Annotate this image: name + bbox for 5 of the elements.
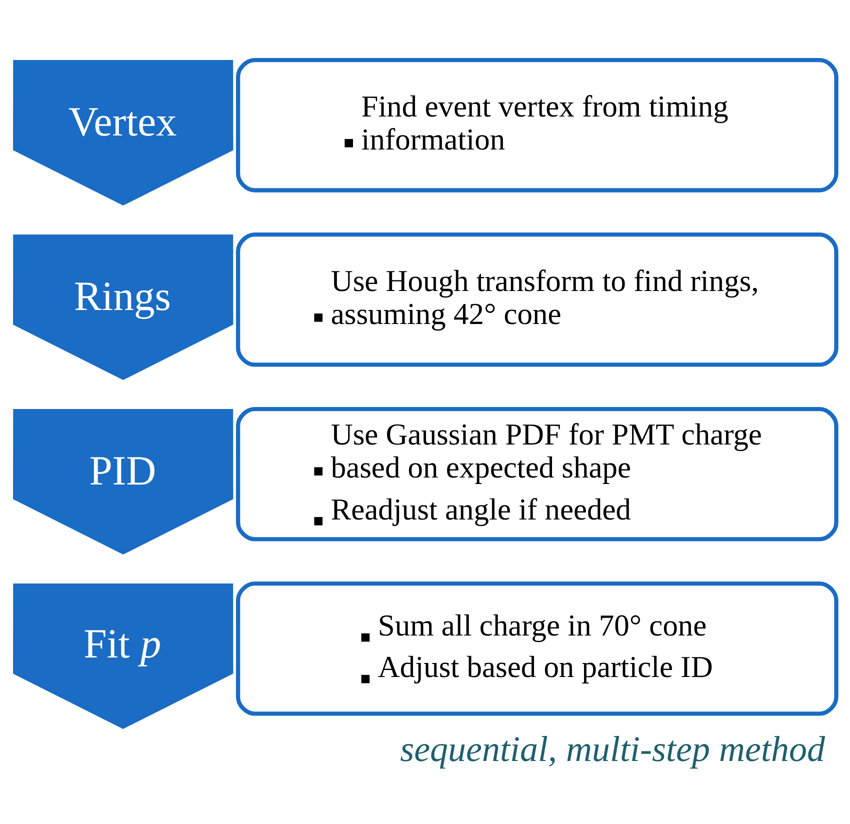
node-box: Use Gaussian PDF for PMT charge based on expected shape Readjust angle if needed [236,406,838,541]
node-box: Find event vertex from timing information [236,58,838,192]
node-box: Sum all charge in 70° cone Adjust based on particle ID [236,580,838,716]
node-box: Use Hough transform to find rings, assuming 42° cone [236,232,838,366]
caption: sequential, multi-step method [400,728,826,769]
